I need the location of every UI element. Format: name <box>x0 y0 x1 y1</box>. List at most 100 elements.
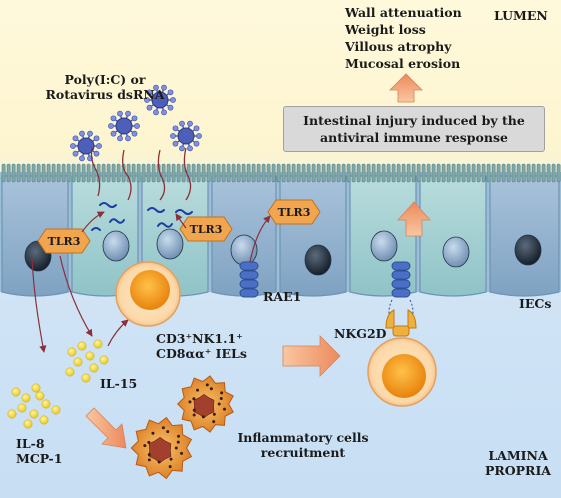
granule <box>143 444 147 448</box>
dsrna-fragment <box>157 222 173 228</box>
virus-spike-tip <box>87 130 93 137</box>
virus-spike-tip <box>172 140 179 147</box>
microvillus <box>281 163 286 183</box>
epithelial-cell <box>1 175 69 297</box>
cell-nucleus <box>156 228 184 260</box>
effect-item: Weight loss <box>345 22 426 37</box>
microvillus <box>531 163 536 183</box>
virus-spike-tip <box>146 89 153 96</box>
virus-spike-tip <box>172 125 179 132</box>
inflammatory-label-line: Inflammatory cells <box>237 430 369 445</box>
tlr3-shape <box>179 216 233 242</box>
virus-particle <box>144 84 176 116</box>
inflammatory-cell-nucleus <box>193 394 215 418</box>
inflammatory-cell-nucleus <box>148 437 172 463</box>
activation-arrow <box>282 335 341 377</box>
microvillus <box>351 163 356 183</box>
microvillus <box>371 163 376 183</box>
microvillus <box>1 163 6 183</box>
cell-nucleus <box>304 244 332 276</box>
virus-spike-tip <box>146 104 153 111</box>
microvillus <box>411 163 416 183</box>
microvillus <box>511 163 516 183</box>
virus-spike-tip <box>70 143 76 149</box>
recruitment-arrow <box>85 407 127 449</box>
tlr3-label: TLR3 <box>48 235 81 248</box>
rae1-domain <box>391 270 411 280</box>
cytokine-particle <box>17 403 27 413</box>
tlr3-shape <box>267 199 321 225</box>
virus-spike-tip <box>72 135 79 142</box>
microvillus <box>346 163 351 183</box>
virus-spike-tip <box>125 110 131 117</box>
granule <box>168 465 172 469</box>
iel-nucleus <box>130 270 170 310</box>
microvillus <box>381 163 386 183</box>
nkg2d-bound-ligand <box>385 261 417 337</box>
virus-spike-tip <box>117 110 123 117</box>
microvillus <box>71 163 76 183</box>
microvillus <box>491 163 496 183</box>
granule <box>174 446 178 450</box>
microvillus <box>526 163 531 183</box>
iel-cell <box>115 261 181 327</box>
microvillus <box>431 163 436 183</box>
microvillus <box>31 163 36 183</box>
cytokine-particle <box>21 393 31 403</box>
microvillus <box>41 163 46 183</box>
tlr3-receptor: TLR3 <box>267 199 321 225</box>
granule <box>157 460 161 464</box>
microvillus <box>241 163 246 183</box>
effects-list: Wall attenuation Weight loss Villous atr… <box>345 4 462 72</box>
microvillus <box>206 163 211 183</box>
microvillus <box>61 163 66 183</box>
microvillus <box>276 163 281 183</box>
microvillus <box>321 163 326 183</box>
microvillus <box>141 163 146 183</box>
injury-box-line: Intestinal injury induced by the <box>303 113 525 128</box>
dsrna-strand <box>183 147 192 201</box>
rae1-label: RAE1 <box>263 289 302 304</box>
activated-iel-cell <box>367 337 437 407</box>
microvillus <box>421 163 426 183</box>
dsrna-fragment <box>99 202 117 208</box>
microvillus <box>221 163 226 183</box>
injury-box: Intestinal injury induced by the antivir… <box>283 106 545 152</box>
il8-label: IL-8 <box>16 436 45 451</box>
signal-arrow <box>81 211 105 233</box>
virus-spike-tip <box>167 89 174 96</box>
signal-arrow <box>59 255 93 337</box>
signaling-arrows <box>31 211 271 353</box>
virus-spike-tip <box>153 84 159 91</box>
microvillus <box>361 163 366 183</box>
granule <box>176 440 180 444</box>
virus-spike-tip <box>196 133 202 139</box>
microvillus <box>426 163 431 183</box>
microvillus <box>66 163 71 183</box>
virus-spike-tip <box>108 123 114 129</box>
cell-nucleus <box>514 234 542 266</box>
granule <box>196 388 200 392</box>
microvillus <box>336 163 341 183</box>
microvillus <box>16 163 21 183</box>
tlr3-shape <box>37 228 91 254</box>
microvillus <box>446 163 451 183</box>
cytokine-particle <box>7 409 17 419</box>
microvillus <box>196 163 201 183</box>
microvillus <box>406 163 411 183</box>
microvillus <box>291 163 296 183</box>
cytokine-particle <box>89 363 99 373</box>
microvillus <box>496 163 501 183</box>
granule <box>209 387 213 391</box>
cytokine-particle <box>39 415 49 425</box>
lumen-label: LUMEN <box>494 8 548 23</box>
microvillus <box>541 163 546 183</box>
cytokine-particle <box>73 357 83 367</box>
tlr3-label: TLR3 <box>278 206 311 219</box>
granule <box>212 420 216 424</box>
signal-arrow <box>249 215 271 263</box>
microvillus <box>111 163 116 183</box>
microvillus <box>6 163 11 183</box>
microvillus <box>151 163 156 183</box>
